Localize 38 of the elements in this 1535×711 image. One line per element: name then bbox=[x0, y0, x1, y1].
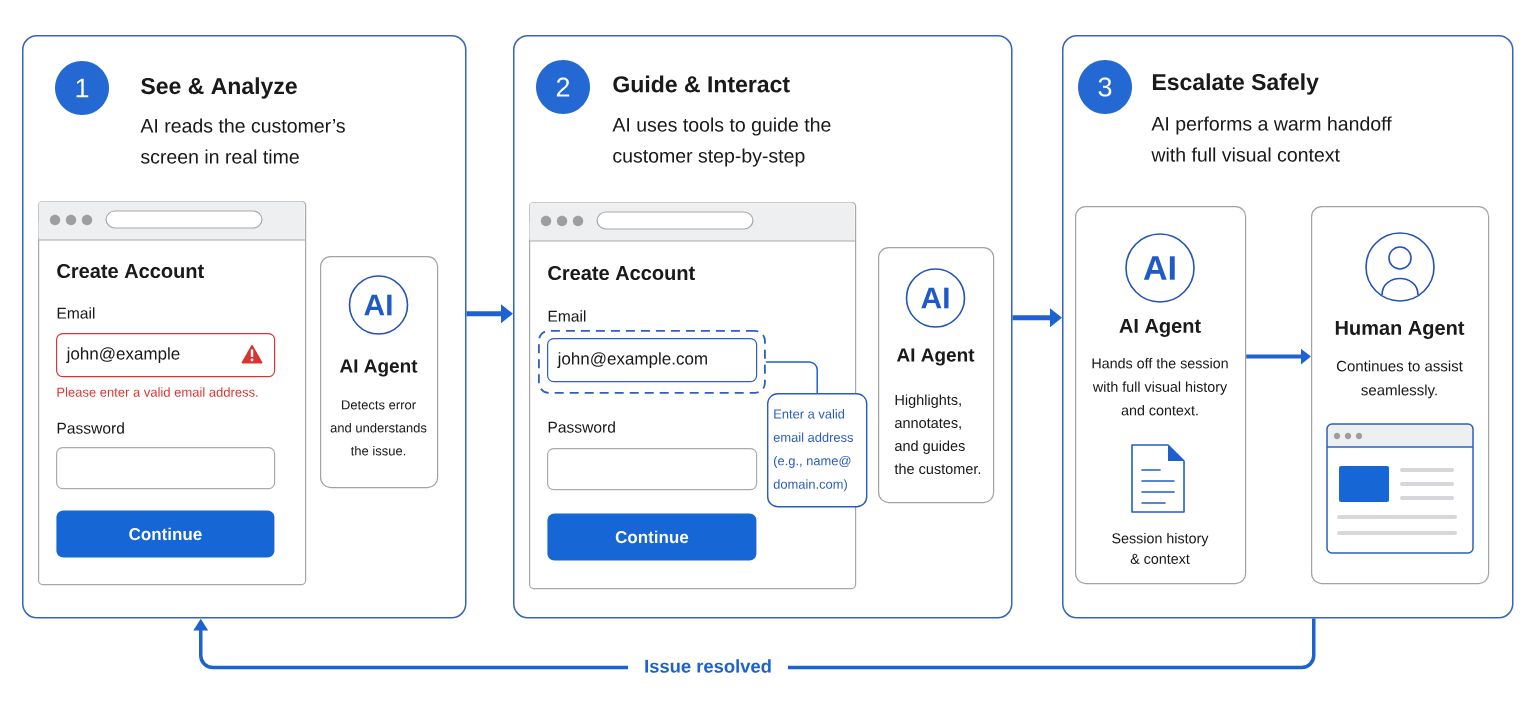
agent-description: Continues to assist seamlessly. bbox=[1336, 360, 1463, 399]
form-title: Create Account bbox=[57, 263, 204, 279]
step-description: AI performs a warm handoff with full visual context bbox=[1151, 116, 1392, 162]
input-field bbox=[56, 447, 276, 490]
field-label: Email bbox=[548, 310, 586, 322]
continue-button: Continue bbox=[547, 513, 757, 561]
field-label: Email bbox=[57, 307, 95, 319]
agent-description: Highlights, annotates, and guides the customer. bbox=[894, 394, 981, 475]
input-field: john@example bbox=[56, 333, 276, 378]
tooltip-callout: Enter a valid email address (e.g., name@ domain.com) bbox=[767, 393, 868, 508]
step-number-badge: 2 bbox=[536, 60, 590, 114]
input-field: john@example.com bbox=[547, 338, 758, 383]
field-label: Password bbox=[548, 421, 615, 433]
step-title: Escalate Safely bbox=[1152, 73, 1319, 95]
agent-name: AI Agent bbox=[339, 359, 418, 377]
agent-description: Detects error and understands the issue. bbox=[330, 400, 427, 456]
ai-badge: AI bbox=[1125, 233, 1195, 303]
agent-name: AI Agent bbox=[1119, 319, 1201, 337]
agent-name: Human Agent bbox=[1335, 321, 1465, 339]
field-label: Password bbox=[57, 422, 124, 434]
step-title: See & Analyze bbox=[141, 77, 297, 99]
form-title: Create Account bbox=[548, 265, 695, 281]
highlight-frame bbox=[538, 330, 766, 394]
step-number-badge: 3 bbox=[1078, 60, 1132, 114]
step-number-badge: 1 bbox=[55, 61, 109, 115]
agent-description: Hands off the session with full visual history and context. bbox=[1092, 357, 1228, 416]
step-title: Guide & Interact bbox=[613, 75, 790, 93]
agent-name: AI Agent bbox=[896, 348, 975, 366]
step-description: AI uses tools to guide the customer step-by-step bbox=[612, 117, 831, 167]
error-message: Please enter a valid email address. bbox=[57, 387, 258, 397]
step-description: AI reads the customer’s screen in real time bbox=[140, 118, 345, 164]
person-icon bbox=[1365, 232, 1435, 302]
ai-badge: AI bbox=[348, 275, 409, 335]
ai-badge: AI bbox=[905, 268, 966, 328]
input-field bbox=[547, 448, 758, 491]
continue-button: Continue bbox=[56, 510, 275, 558]
edge-label: Issue resolved bbox=[628, 655, 788, 677]
icon-caption: Session history & context bbox=[1112, 532, 1209, 564]
